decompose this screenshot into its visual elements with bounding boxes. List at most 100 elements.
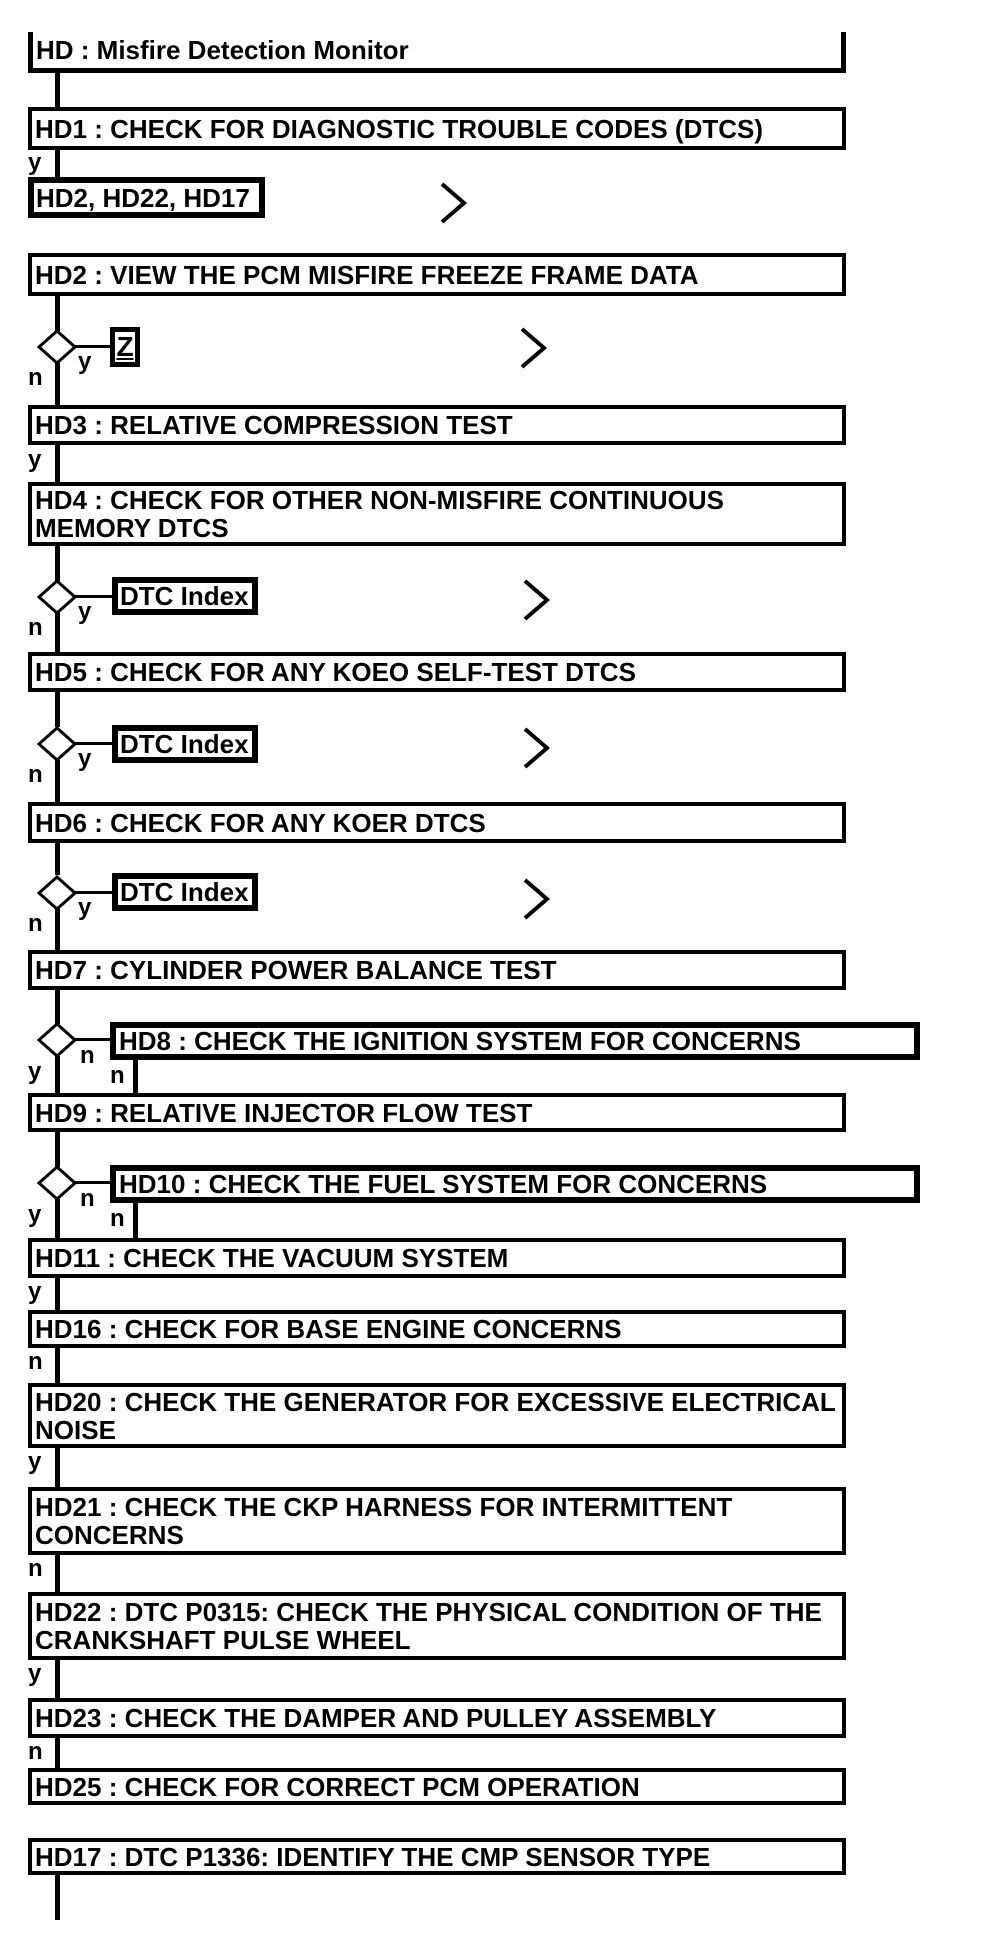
step-hd9: HD9 : RELATIVE INJECTOR FLOW TEST: [28, 1093, 846, 1132]
step-hd1-label: HD1 : CHECK FOR DIAGNOSTIC TROUBLE CODES…: [35, 113, 763, 144]
connector-hd20-hd21: [55, 1448, 60, 1487]
link-z-label: Z: [116, 331, 134, 362]
connector-d6-hd11: [55, 1199, 60, 1238]
step-hd2: HD2 : VIEW THE PCM MISFIRE FREEZE FRAME …: [28, 253, 846, 296]
connector-d1-hd3: [55, 363, 60, 405]
connector-hd22-hd23: [55, 1660, 60, 1698]
branch-label-d6-y: y: [28, 1201, 42, 1228]
chevron-right-icon-2[interactable]: [518, 325, 548, 371]
connector-hd23-hd25: [55, 1738, 60, 1768]
connector-hd5-d3: [55, 692, 60, 727]
step-hd4-label: HD4 : CHECK FOR OTHER NON-MISFIRE CONTIN…: [35, 485, 724, 543]
connector-d2-hd5: [55, 613, 60, 652]
step-hd5: HD5 : CHECK FOR ANY KOEO SELF-TEST DTCS: [28, 652, 846, 692]
decision-diamond-hd4: [37, 579, 77, 615]
branch-label-hd21-n: n: [28, 1555, 43, 1582]
chevron-right-icon-1[interactable]: [438, 180, 468, 226]
step-hd1: HD1 : CHECK FOR DIAGNOSTIC TROUBLE CODES…: [28, 107, 846, 150]
branch-label-hd16-n: n: [28, 1348, 43, 1375]
connector-hd3-hd4: [55, 445, 60, 482]
branch-label-hd8-n: n: [110, 1062, 125, 1089]
decision-diamond-hd6: [37, 875, 77, 911]
connector-hd8-hd9: [133, 1060, 138, 1093]
link-dtc-index-3-label: DTC Index: [120, 877, 249, 907]
branch-label-hd3-y: y: [28, 446, 42, 473]
step-hd21: HD21 : CHECK THE CKP HARNESS FOR INTERMI…: [28, 1487, 846, 1555]
connector-hd10-hd11: [133, 1203, 138, 1238]
branch-label-d1-y: y: [78, 348, 92, 375]
step-hd11: HD11 : CHECK THE VACUUM SYSTEM: [28, 1238, 846, 1278]
branch-label-hd10-n: n: [110, 1205, 125, 1232]
branch-label-d5-n: n: [80, 1042, 95, 1069]
link-z[interactable]: Z: [110, 327, 140, 367]
step-hd25-label: HD25 : CHECK FOR CORRECT PCM OPERATION: [35, 1771, 640, 1802]
connector-d5-hd9: [55, 1056, 60, 1093]
step-hd8-label: HD8 : CHECK THE IGNITION SYSTEM FOR CONC…: [119, 1026, 801, 1056]
branch-label-d1-n: n: [28, 364, 43, 391]
connector-d4-dtc3: [75, 891, 112, 894]
branch-label-hd11-y: y: [28, 1278, 42, 1305]
step-hd17-label: HD17 : DTC P1336: IDENTIFY THE CMP SENSO…: [35, 1841, 711, 1872]
step-hd25: HD25 : CHECK FOR CORRECT PCM OPERATION: [28, 1768, 846, 1805]
step-hd4: HD4 : CHECK FOR OTHER NON-MISFIRE CONTIN…: [28, 482, 846, 546]
branch-label-d3-n: n: [28, 761, 43, 788]
link-dtc-index-1-label: DTC Index: [120, 581, 249, 611]
step-hd6-label: HD6 : CHECK FOR ANY KOER DTCS: [35, 807, 486, 838]
step-hd20-label: HD20 : CHECK THE GENERATOR FOR EXCESSIVE…: [35, 1386, 836, 1445]
connector-d1-z: [75, 345, 112, 348]
branch-label-d5-y: y: [28, 1058, 42, 1085]
branch-label-hd22-y: y: [28, 1660, 42, 1687]
connector-hd7-d5: [55, 990, 60, 1024]
connector-hd17-tail: [55, 1875, 60, 1920]
connector-hd11-hd16: [55, 1278, 60, 1310]
step-hd21-label: HD21 : CHECK THE CKP HARNESS FOR INTERMI…: [35, 1492, 733, 1550]
decision-diamond-hd2: [37, 329, 77, 365]
step-hd7-label: HD7 : CYLINDER POWER BALANCE TEST: [35, 955, 557, 985]
step-hd16-label: HD16 : CHECK FOR BASE ENGINE CONCERNS: [35, 1314, 622, 1344]
chevron-right-icon-3[interactable]: [521, 577, 551, 623]
chevron-right-icon-5[interactable]: [521, 876, 551, 922]
decision-diamond-hd5: [37, 726, 77, 762]
step-hd3-label: HD3 : RELATIVE COMPRESSION TEST: [35, 410, 513, 440]
flowchart-title: HD : Misfire Detection Monitor: [28, 32, 846, 73]
step-hd9-label: HD9 : RELATIVE INJECTOR FLOW TEST: [35, 1097, 533, 1128]
link-dtc-index-2-label: DTC Index: [120, 729, 249, 759]
link-dtc-index-1[interactable]: DTC Index: [112, 577, 258, 615]
connector-hd1-jump: [55, 150, 60, 177]
step-hd2-label: HD2 : VIEW THE PCM MISFIRE FREEZE FRAME …: [35, 259, 699, 290]
connector-d5-hd8: [75, 1038, 110, 1041]
link-dtc-index-2[interactable]: DTC Index: [112, 725, 258, 763]
connector-hd16-hd20: [55, 1348, 60, 1383]
step-hd10-label: HD10 : CHECK THE FUEL SYSTEM FOR CONCERN…: [119, 1169, 768, 1199]
decision-diamond-hd9: [37, 1165, 77, 1201]
flowchart-title-text: HD : Misfire Detection Monitor: [36, 34, 409, 65]
step-hd16: HD16 : CHECK FOR BASE ENGINE CONCERNS: [28, 1310, 846, 1348]
step-hd3: HD3 : RELATIVE COMPRESSION TEST: [28, 405, 846, 445]
step-hd6: HD6 : CHECK FOR ANY KOER DTCS: [28, 802, 846, 843]
chevron-right-icon-4[interactable]: [521, 725, 551, 771]
link-jump-list-label: HD2, HD22, HD17: [36, 182, 250, 213]
connector-d2-dtc1: [75, 595, 112, 598]
step-hd5-label: HD5 : CHECK FOR ANY KOEO SELF-TEST DTCS: [35, 657, 636, 687]
connector-hd4-d2: [55, 546, 60, 581]
step-hd22: HD22 : DTC P0315: CHECK THE PHYSICAL CON…: [28, 1592, 846, 1660]
step-hd23: HD23 : CHECK THE DAMPER AND PULLEY ASSEM…: [28, 1698, 846, 1738]
connector-d3-dtc2: [75, 742, 112, 745]
step-hd22-label: HD22 : DTC P0315: CHECK THE PHYSICAL CON…: [35, 1597, 822, 1655]
branch-label-d4-n: n: [28, 910, 43, 937]
connector-hd6-d4: [55, 843, 60, 875]
connector-d3-hd6: [55, 760, 60, 802]
link-jump-list[interactable]: HD2, HD22, HD17: [28, 177, 265, 218]
step-hd23-label: HD23 : CHECK THE DAMPER AND PULLEY ASSEM…: [35, 1703, 717, 1733]
step-hd8: HD8 : CHECK THE IGNITION SYSTEM FOR CONC…: [110, 1022, 920, 1060]
step-hd17: HD17 : DTC P1336: IDENTIFY THE CMP SENSO…: [28, 1838, 846, 1875]
link-dtc-index-3[interactable]: DTC Index: [112, 873, 258, 911]
step-hd7: HD7 : CYLINDER POWER BALANCE TEST: [28, 950, 846, 990]
branch-label-hd20-y: y: [28, 1448, 42, 1475]
step-hd11-label: HD11 : CHECK THE VACUUM SYSTEM: [35, 1243, 509, 1273]
connector-title-hd1: [55, 73, 60, 107]
connector-d4-hd7: [55, 909, 60, 950]
branch-label-d4-y: y: [78, 894, 92, 921]
branch-label-d2-y: y: [78, 598, 92, 625]
